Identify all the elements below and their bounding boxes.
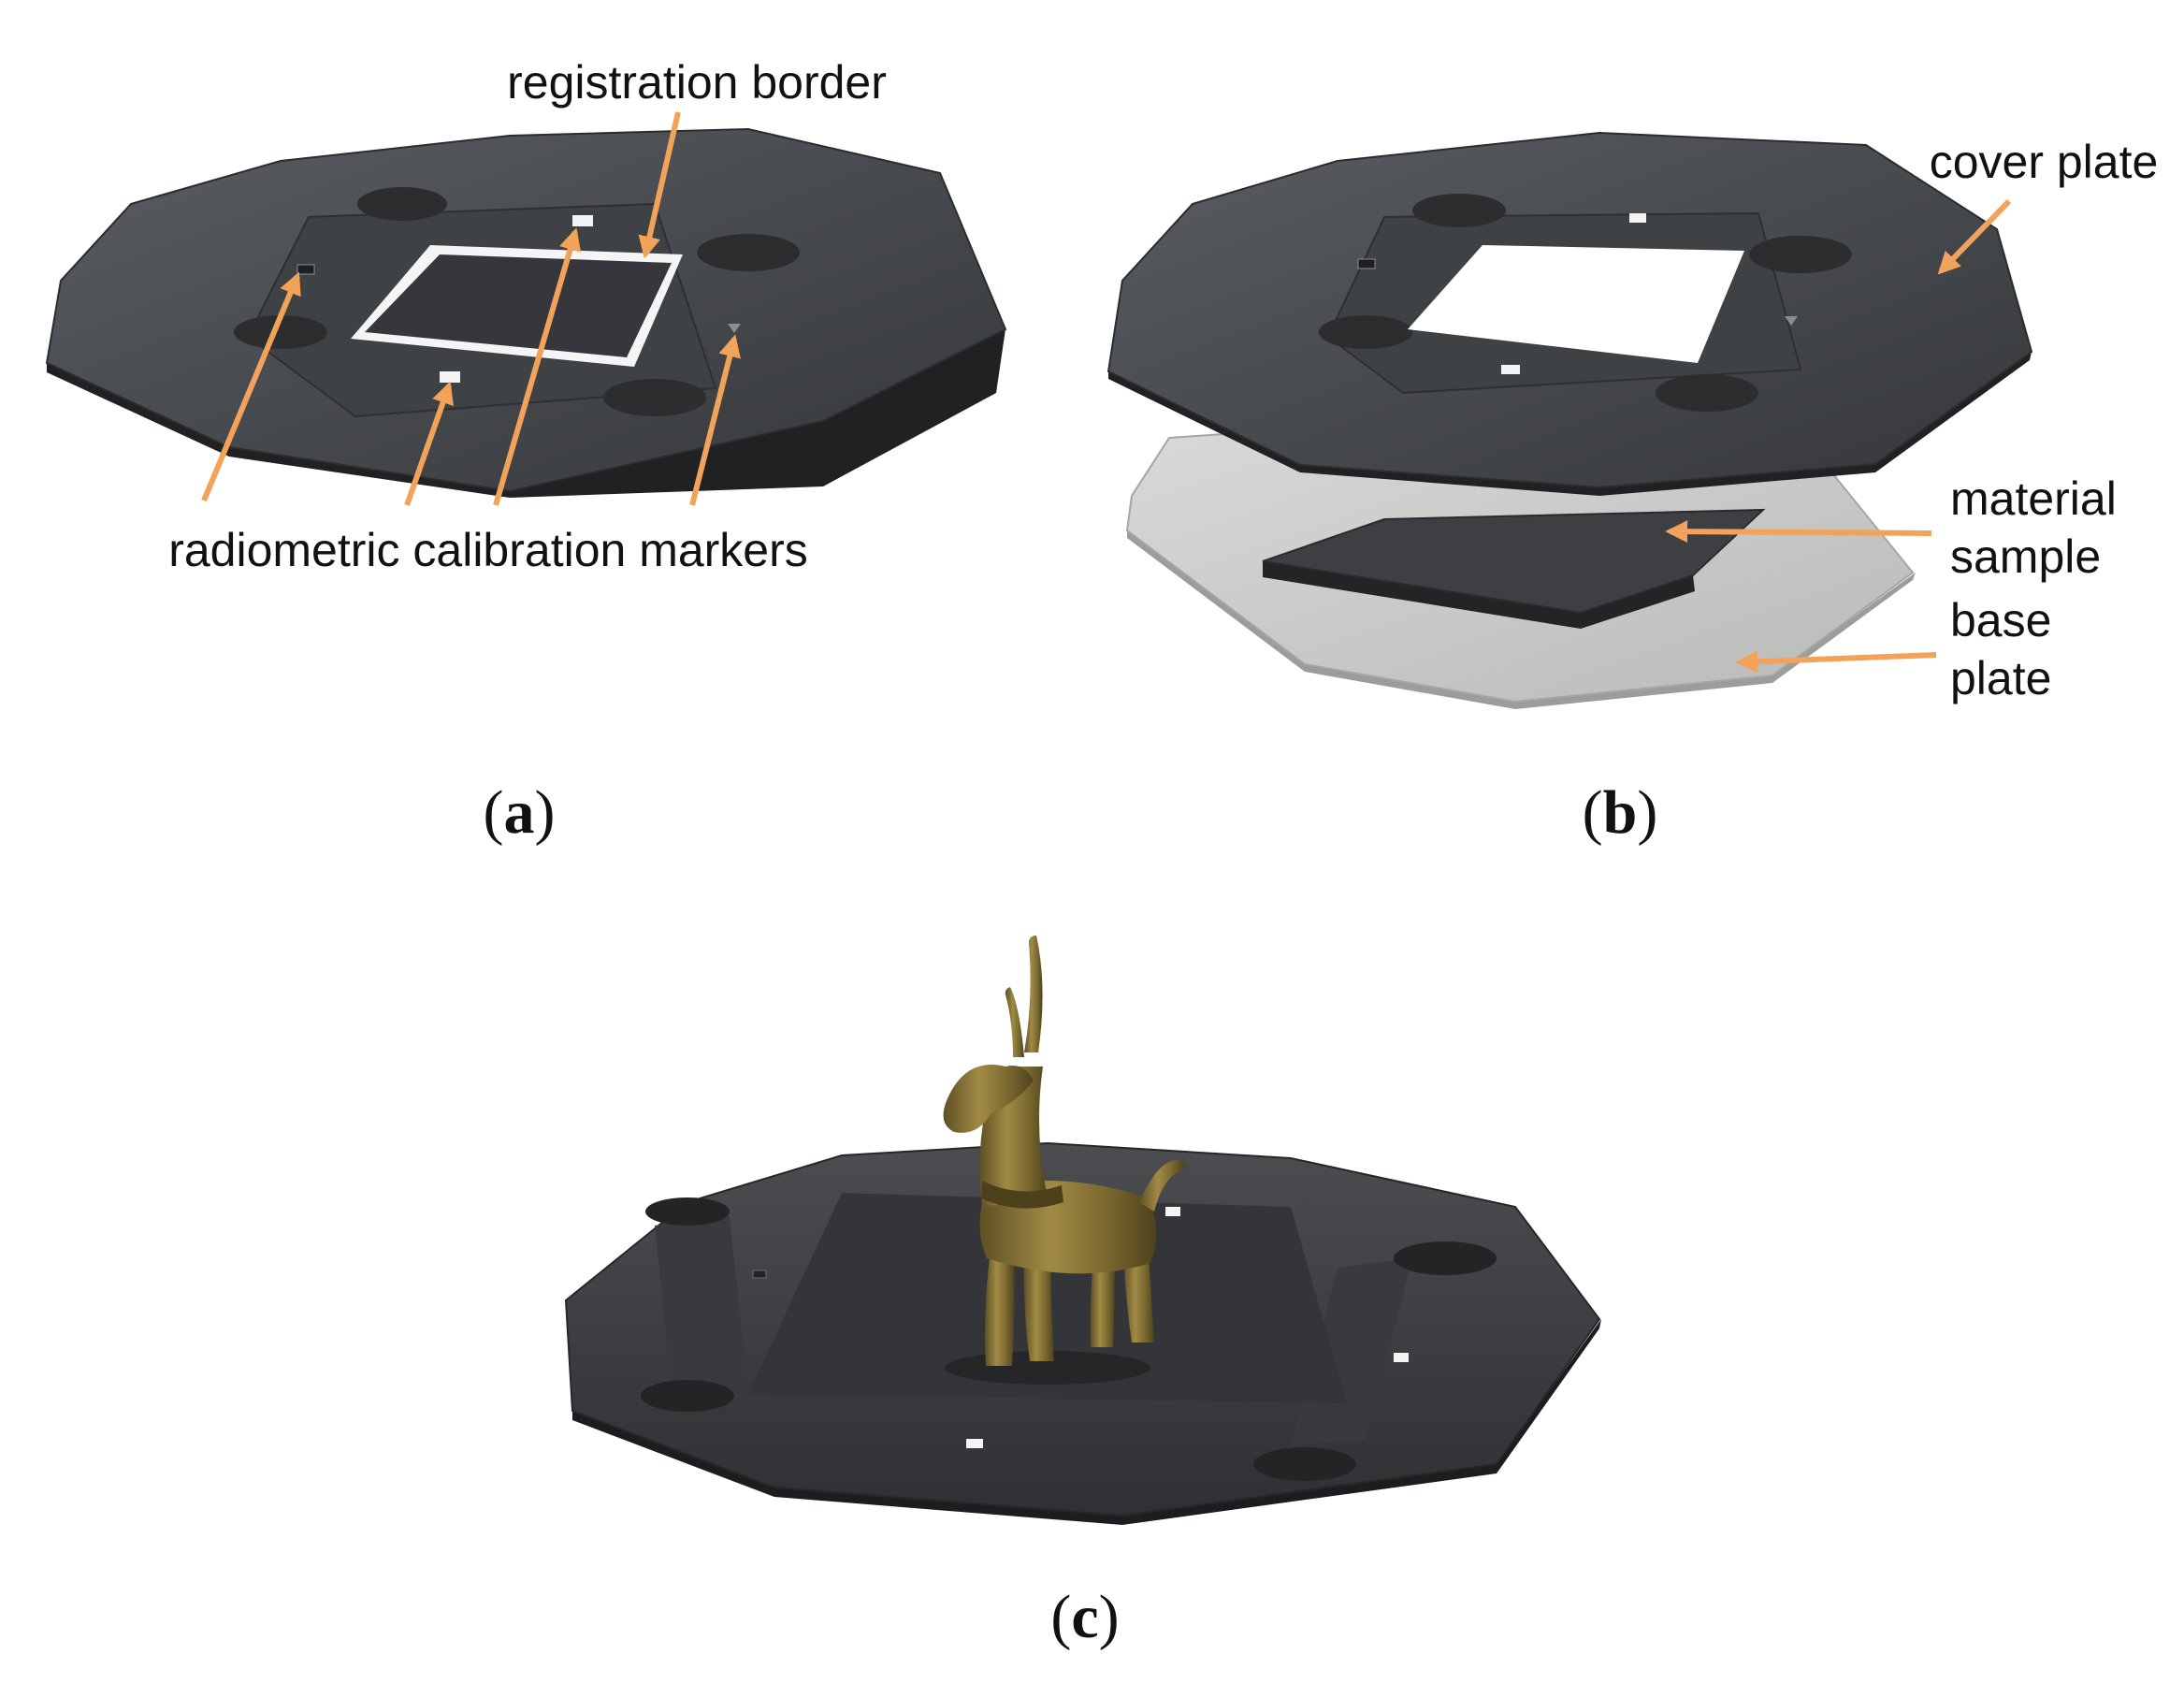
- calibration-marker-c2: [966, 1439, 983, 1448]
- panel-a: registration border radiometric calibrat…: [45, 56, 1007, 847]
- calibration-marker-b2: [1501, 365, 1520, 374]
- annotation-radiometric-markers: radiometric calibration markers: [168, 524, 808, 576]
- figurine-head: [943, 1065, 1034, 1133]
- figurine-tail: [1139, 1160, 1185, 1212]
- figurine-horn-back: [1024, 936, 1043, 1052]
- corner-notch-c4: [1253, 1447, 1356, 1481]
- corner-notch-c1: [645, 1197, 730, 1226]
- calibration-marker-c1: [1165, 1207, 1180, 1216]
- bronze-figurine: [943, 936, 1185, 1385]
- arrow-marker-right: [689, 334, 741, 506]
- arrow-registration-border: [638, 111, 681, 259]
- annotation-cover-plate: cover plate: [1930, 136, 2159, 188]
- corner-notch-a3: [234, 315, 327, 349]
- frame-strip-left: [655, 1216, 748, 1403]
- calibration-marker-a3: [297, 264, 315, 275]
- material-sample-side: [1263, 561, 1695, 629]
- calibration-marker-a2: [440, 371, 460, 383]
- figurine-horn-front: [1005, 987, 1024, 1057]
- annotation-material-line2: sample: [1950, 530, 2101, 583]
- panel-label-b: (b): [1583, 778, 1658, 847]
- corner-notch-c2: [1394, 1241, 1497, 1275]
- annotation-registration-border: registration border: [507, 56, 887, 109]
- corner-notch-a2: [697, 234, 800, 271]
- corner-notch-b1: [1412, 194, 1506, 227]
- figurine-collar: [981, 1181, 1063, 1209]
- arrow-marker-left: [201, 271, 301, 502]
- panel-b: cover plate material sample base plate (…: [1106, 131, 2159, 847]
- calibration-marker-b1: [1629, 213, 1646, 223]
- corner-notch-c3: [641, 1380, 734, 1412]
- calibration-marker-b3: [1357, 258, 1376, 269]
- arrow-base-plate: [1735, 650, 1937, 674]
- arrow-marker-bottom: [404, 381, 454, 506]
- calibration-marker-a4: [728, 324, 741, 333]
- panel-c: (c): [564, 936, 1601, 1651]
- arrow-material-sample: [1665, 520, 1932, 544]
- corner-notch-a1: [357, 187, 447, 221]
- corner-notch-a4: [603, 379, 706, 416]
- material-sample: [1262, 508, 1766, 615]
- cover-plate-edge-a: [47, 329, 1005, 498]
- annotation-base-line2: plate: [1950, 652, 2051, 704]
- calibration-marker-c3: [1394, 1353, 1409, 1362]
- annotation-base-line1: base: [1950, 594, 2051, 646]
- calibration-marker-b4: [1785, 316, 1798, 326]
- panel-label-c: (c): [1050, 1583, 1119, 1651]
- corner-notch-b3: [1319, 315, 1412, 349]
- panel-label-a: (a): [484, 778, 556, 847]
- arrow-cover-plate: [1937, 198, 2012, 275]
- cover-window-b: [1408, 245, 1744, 363]
- calibration-marker-a1: [572, 215, 593, 226]
- corner-notch-b2: [1749, 236, 1852, 273]
- annotation-material-line1: material: [1950, 472, 2117, 525]
- sample-window-a: [365, 254, 672, 357]
- corner-notch-b4: [1656, 374, 1758, 412]
- calibration-marker-c4: [752, 1270, 767, 1279]
- arrow-marker-top: [493, 227, 582, 506]
